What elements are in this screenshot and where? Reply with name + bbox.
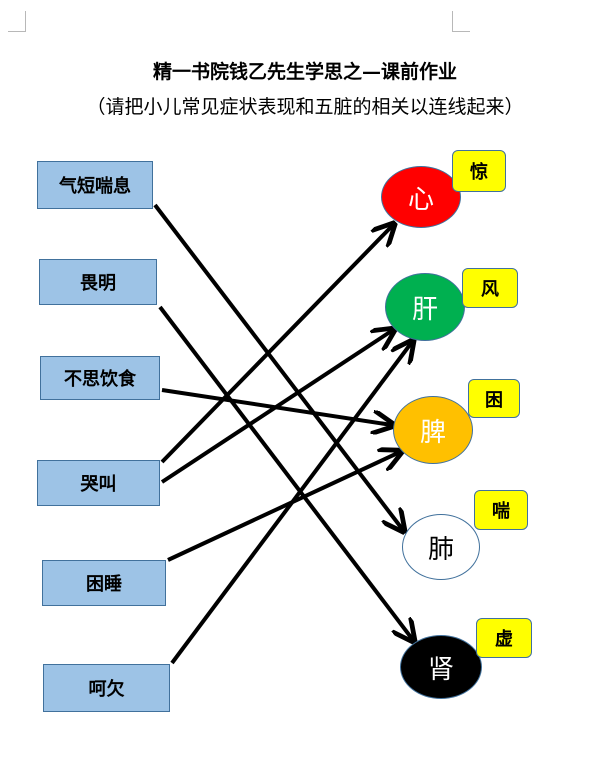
arrow-呵欠:肝 (170, 342, 412, 665)
organ-tag: 虚 (476, 618, 532, 658)
organ-circle-heart[interactable]: 心 (381, 166, 461, 228)
symptom-box[interactable]: 畏明 (39, 259, 157, 305)
arrow-哭叫:肝 (160, 330, 393, 484)
organ-tag: 困 (468, 379, 520, 418)
symptom-box[interactable]: 哭叫 (37, 460, 160, 506)
organ-tag: 惊 (452, 150, 506, 192)
crop-mark-left-h (8, 31, 26, 32)
crop-mark-left-v (25, 11, 26, 32)
organ-circle-liver[interactable]: 肝 (385, 273, 465, 341)
arrow-畏明:肾 (158, 305, 413, 640)
arrow-气短喘息:肺 (153, 203, 403, 530)
crop-mark-right-h (452, 31, 470, 32)
organ-circle-spleen[interactable]: 脾 (393, 396, 473, 464)
organ-circle-lung[interactable]: 肺 (402, 514, 480, 580)
symptom-box[interactable]: 气短喘息 (37, 161, 153, 209)
crop-mark-right-v (452, 11, 453, 32)
arrow-困睡:脾 (167, 452, 400, 562)
symptom-box[interactable]: 不思饮食 (40, 356, 160, 400)
page-subtitle: （请把小儿常见症状表现和五脏的相关以连线起来） (86, 96, 524, 118)
symptom-box[interactable]: 呵欠 (43, 664, 170, 712)
organ-circle-kidney[interactable]: 肾 (400, 635, 482, 699)
arrow-哭叫:心 (160, 225, 393, 464)
organ-tag: 风 (462, 268, 518, 308)
symptom-box[interactable]: 困睡 (42, 560, 166, 606)
organ-tag: 喘 (474, 490, 528, 530)
page-title: 精一书院钱乙先生学思之—课前作业 (152, 61, 457, 83)
